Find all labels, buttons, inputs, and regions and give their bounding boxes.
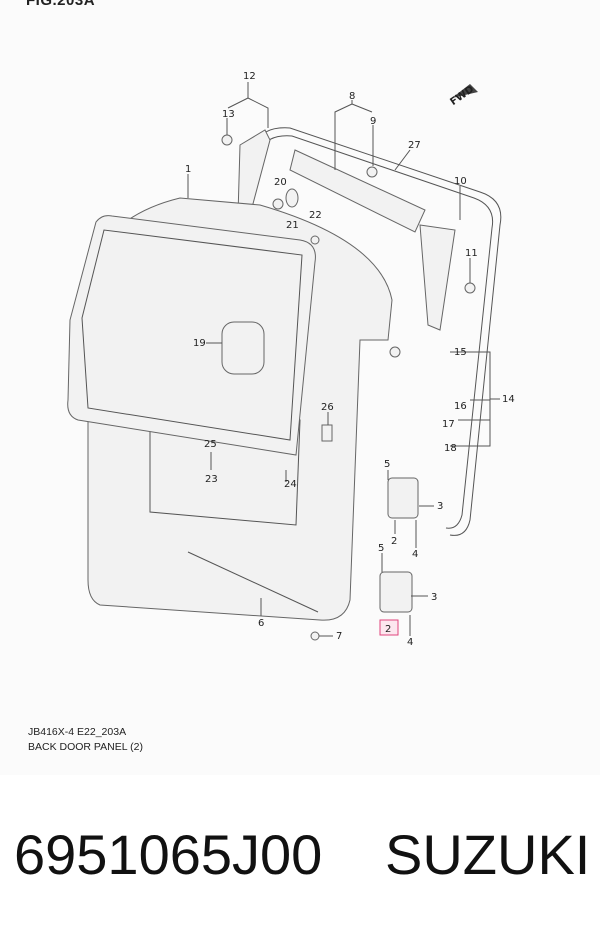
- side-trim-part: [419, 224, 456, 331]
- clip-11-part: [464, 282, 476, 294]
- callout-25: 25: [204, 439, 217, 450]
- callout-16: 16: [454, 401, 467, 412]
- trim-board-inner: [81, 229, 303, 441]
- trim-board-part: [67, 215, 316, 456]
- clip-20-part: [272, 198, 284, 210]
- callout-12: 12: [243, 71, 256, 82]
- callout-23: 23: [205, 474, 218, 485]
- callout-18: 18: [444, 443, 457, 454]
- callout-1: 1: [185, 164, 191, 175]
- weatherstrip-inner-outline: [259, 135, 494, 529]
- callout-19: 19: [193, 338, 206, 349]
- callout-26: 26: [321, 402, 334, 413]
- callout-2-lower: 2: [385, 624, 391, 635]
- clip-15-part: [389, 346, 401, 358]
- clip-22-part: [310, 235, 320, 245]
- callout-6: 6: [258, 618, 264, 629]
- brand-name: SUZUKI: [385, 823, 591, 886]
- callout-9: 9: [370, 116, 376, 127]
- callout-13: 13: [222, 109, 235, 120]
- callout-20: 20: [274, 177, 287, 188]
- callout-17: 17: [442, 419, 455, 430]
- callout-3-upper: 3: [437, 501, 443, 512]
- diagram-code: JB416X-4 E22_203A: [28, 726, 127, 738]
- callout-4-upper: 4: [412, 549, 418, 560]
- clip-13-part: [221, 134, 233, 146]
- callout-22: 22: [309, 210, 322, 221]
- callout-4-lower: 4: [407, 637, 413, 648]
- highlight-box: [379, 619, 399, 636]
- callout-5-upper: 5: [384, 459, 390, 470]
- callout-15: 15: [454, 347, 467, 358]
- upper-hinge-part: [387, 477, 419, 519]
- callout-27: 27: [408, 140, 421, 151]
- callout-10: 10: [454, 176, 467, 187]
- fwd-label: FWD: [448, 84, 476, 108]
- lower-hinge-part: [379, 571, 413, 613]
- fwd-arrow-icon: [452, 84, 478, 98]
- clip-9-part: [366, 166, 378, 178]
- callout-3-lower: 3: [431, 592, 437, 603]
- callout-7: 7: [336, 631, 342, 642]
- diagram-title: BACK DOOR PANEL (2): [28, 741, 143, 753]
- callout-5-lower: 5: [378, 543, 384, 554]
- callout-24: 24: [284, 479, 297, 490]
- callout-8: 8: [349, 91, 355, 102]
- callout-2-upper: 2: [391, 536, 397, 547]
- trim-board-handle-pocket: [221, 321, 265, 375]
- clip-7-part: [310, 631, 320, 641]
- callout-11: 11: [465, 248, 478, 259]
- pillar-trim-part: [237, 129, 271, 216]
- plug-21-part: [285, 188, 299, 208]
- figure-title: FIG.203A: [26, 0, 96, 9]
- weatherstrip-outline: [254, 127, 502, 536]
- exploded-parts-diagram: FWD 12 13 8 9 27 10 11 1 20: [67, 71, 515, 648]
- part-number: 6951065J00: [14, 823, 323, 886]
- diagram-area: FIG.203A FWD: [26, 0, 515, 753]
- gas-strut-part: [187, 551, 319, 613]
- callout-21: 21: [286, 220, 299, 231]
- upper-trim-part: [289, 149, 426, 233]
- part-26: [321, 424, 333, 442]
- callout-14: 14: [502, 394, 515, 405]
